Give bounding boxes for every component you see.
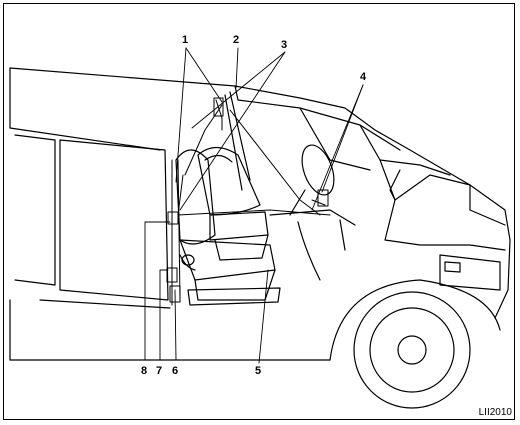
van-front (379, 159, 506, 291)
leader-lines (144, 47, 364, 364)
callout-7: 7 (156, 365, 163, 377)
steering-wheel (269, 144, 356, 281)
callout-3: 3 (281, 39, 288, 51)
passenger-seat (175, 149, 281, 306)
van-body (9, 67, 511, 361)
driver-seat (197, 146, 269, 261)
callout-2: 2 (233, 34, 240, 46)
front-wheel (329, 279, 501, 409)
callout-5: 5 (255, 365, 262, 377)
diagram-frame (3, 3, 515, 420)
callout-4: 4 (360, 71, 367, 83)
figure-code: LII2010 (478, 407, 512, 418)
callout-8: 8 (141, 365, 148, 377)
seat-belts (166, 97, 331, 306)
callout-1: 1 (182, 34, 189, 46)
callout-6: 6 (172, 365, 179, 377)
